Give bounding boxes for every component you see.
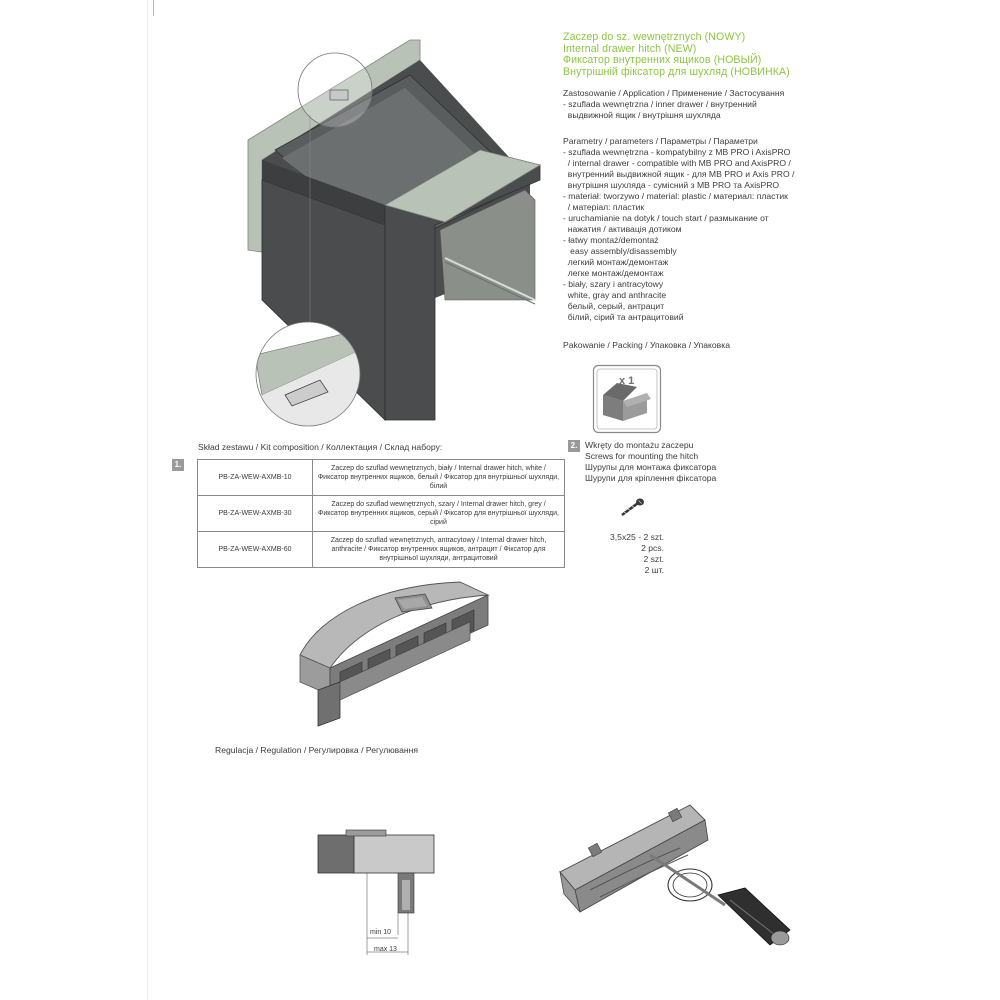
- kit-label: Skład zestawu / Kit composition / Коллек…: [198, 442, 443, 452]
- kit-code: PB-ZA-WEW-AXMB-30: [197, 495, 313, 532]
- parameters-line: легкий монтаж/демонтаж: [563, 257, 669, 267]
- parameters-line: - materiał: tworzywo / material: plastic…: [563, 191, 788, 201]
- parameters-line: white, gray and anthracite: [563, 290, 667, 300]
- hitch-part-illustration: [299, 581, 490, 727]
- screws-line: Wkręty do montażu zaczepu: [585, 440, 694, 450]
- packing-box-icon: x 1: [592, 364, 662, 434]
- title-pl: Zaczep do sz. wewnętrznych (NOWY): [563, 31, 746, 43]
- kit-table: PB-ZA-WEW-AXMB-10 Zaczep do szuflad wewn…: [197, 459, 565, 568]
- parameters-line: - szuflada wewnętrzna - kompatybilny z M…: [563, 147, 791, 157]
- application-section: Zastosowanie / Application / Применение …: [563, 88, 784, 121]
- parameters-line: / internal drawer - compatible with MB P…: [563, 158, 791, 168]
- table-row: PB-ZA-WEW-AXMB-60 Zaczep do szuflad wewn…: [197, 531, 565, 568]
- adjustment-illustration: [559, 804, 791, 946]
- qty-line: 3,5x25 - 2 szt.: [610, 532, 664, 542]
- table-row: PB-ZA-WEW-AXMB-10 Zaczep do szuflad wewn…: [197, 459, 565, 496]
- qty-line: 2 szt.: [643, 554, 664, 564]
- kit-desc: Zaczep do szuflad wewnętrznych, biały / …: [312, 459, 565, 496]
- screws-line: Шурупи для кріплення фіксатора: [585, 473, 717, 483]
- parameters-line: - łatwy montaż/demontaż: [563, 235, 659, 245]
- parameters-line: внутрішня шухляда - сумісний з MB PRO та…: [563, 180, 780, 190]
- parameters-section: Parametry / parameters / Параметры / Пар…: [563, 136, 794, 323]
- dim-min: min 10: [370, 929, 392, 936]
- parameters-line: белый, серый, антрацит: [563, 301, 665, 311]
- regulation-label: Regulacja / Regulation / Регулировка / Р…: [215, 745, 419, 755]
- screws-line: Screws for mounting the hitch: [585, 451, 699, 461]
- parameters-line: - uruchamianie na dotyk / touch start / …: [563, 213, 769, 223]
- title-ru: Фиксатор внутренних ящиков (НОВЫЙ): [563, 54, 762, 66]
- screw-icon: [621, 498, 644, 517]
- drawer-illustration: [247, 39, 542, 421]
- qty-line: 2 pcs.: [641, 543, 664, 553]
- kit-desc: Zaczep do szuflad wewnętrznych, antracyt…: [312, 531, 565, 568]
- parameters-line: / матеріал: пластик: [563, 202, 645, 212]
- screws-quantity: 3,5x25 - 2 szt. 2 pcs. 2 szt. 2 шт.: [598, 532, 664, 576]
- parameters-line: легке монтаж/демонтаж: [563, 268, 664, 278]
- application-line: - szuflada wewnętrzna / inner drawer / в…: [563, 99, 757, 109]
- parameters-line: easy assembly/disassembly: [563, 246, 677, 256]
- application-line: выдвижной ящик / внутрішня шухляда: [563, 110, 721, 120]
- title-ua: Внутрішній фіксатор для шухляд (НОВИНКА): [563, 65, 790, 78]
- screws-description: Wkręty do montażu zaczepu Screws for mou…: [585, 440, 716, 484]
- parameters-line: нажатия / активація дотиком: [563, 224, 682, 234]
- kit-desc: Zaczep do szuflad wewnętrznych, szary / …: [312, 495, 565, 532]
- regulation-diagram: [317, 829, 435, 955]
- kit-badge: 1.: [172, 459, 184, 471]
- screws-line: Шурупы для монтажа фиксатора: [585, 462, 717, 472]
- parameters-line: білий, сірий та антрацитовий: [563, 312, 684, 322]
- page-margin-line: [147, 0, 148, 1000]
- kit-code: PB-ZA-WEW-AXMB-10: [197, 459, 313, 496]
- qty-line: 2 шт.: [644, 565, 664, 575]
- packing-count: x 1: [619, 375, 634, 387]
- parameters-line: - biały, szary i antracytowy: [563, 279, 664, 289]
- parameters-heading: Parametry / parameters / Параметры / Пар…: [563, 136, 758, 146]
- table-row: PB-ZA-WEW-AXMB-30 Zaczep do szuflad wewn…: [197, 495, 565, 532]
- packing-heading: Pakowanie / Packing / Упаковка / Упаковк…: [563, 340, 730, 350]
- parameters-line: внутренний выдвижной ящик - для MB PRO и…: [563, 169, 795, 179]
- dim-max: max 13: [374, 946, 397, 953]
- kit-code: PB-ZA-WEW-AXMB-60: [197, 531, 313, 568]
- hitch-detail-circle: [255, 321, 361, 427]
- application-heading: Zastosowanie / Application / Применение …: [563, 88, 785, 98]
- title-en: Internal drawer hitch (NEW): [563, 42, 697, 55]
- product-title: Zaczep do sz. wewnętrznych (NOWY) Intern…: [563, 31, 790, 78]
- screws-badge: 2.: [568, 440, 580, 452]
- page-margin-tick: [153, 0, 154, 16]
